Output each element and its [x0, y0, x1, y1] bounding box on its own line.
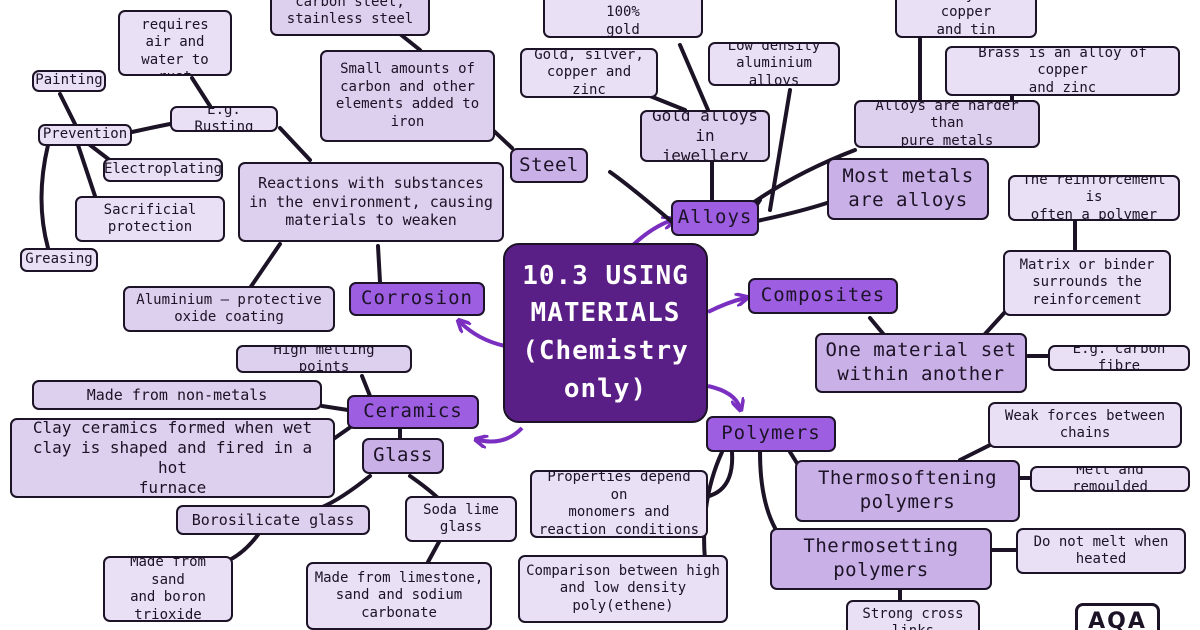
melt-remould-node: Melt and remoulded — [1030, 466, 1190, 492]
gold-alloys-node: Gold alloys in jewellery — [640, 110, 770, 162]
cross-links-node: Strong cross links — [846, 600, 980, 630]
arrow-corrosion — [460, 322, 506, 348]
steel-node: Steel — [510, 148, 588, 183]
aqa-logo: AQA — [1075, 603, 1160, 630]
clay-ceramics-node: Clay ceramics formed when wet clay is sh… — [10, 418, 335, 498]
steel-types-node: carbon steel, stainless steel — [270, 0, 430, 36]
glass-node: Glass — [362, 438, 444, 474]
aluminium-oxide-node: Aluminium – protective oxide coating — [123, 286, 335, 332]
gold-metals-node: Gold, silver, copper and zinc — [520, 48, 658, 98]
weak-forces-node: Weak forces between chains — [988, 402, 1182, 448]
central-topic: 10.3 USING MATERIALS (Chemistry only) — [503, 243, 708, 423]
painting-node: Painting — [32, 70, 106, 92]
aluminium-alloys-node: Low density aluminium alloys — [708, 42, 840, 86]
corrosion-branch: Corrosion — [349, 282, 485, 316]
composites-branch: Composites — [748, 278, 898, 314]
composite-definition-node: One material set within another — [815, 333, 1027, 393]
electroplating-node: Electroplating — [103, 158, 223, 182]
ceramics-branch: Ceramics — [347, 395, 479, 429]
corrosion-definition-node: Reactions with substances in the environ… — [238, 162, 504, 242]
matrix-node: Matrix or binder surrounds the reinforce… — [1003, 250, 1171, 316]
carbon-fibre-node: E.g. carbon fibre — [1048, 345, 1190, 371]
steel-detail-node: Small amounts of carbon and other elemen… — [320, 50, 495, 142]
thermosetting-node: Thermosetting polymers — [770, 528, 992, 590]
most-metals-node: Most metals are alloys — [827, 158, 989, 220]
bronze-node: alloy of copper and tin — [895, 0, 1037, 38]
limestone-node: Made from limestone, sand and sodium car… — [306, 562, 492, 630]
high-melting-node: High melting points — [236, 345, 412, 373]
iron-rust-node: Iron requires air and water to rust — [118, 10, 232, 76]
prevention-node: Prevention — [38, 124, 132, 146]
brass-node: Brass is an alloy of copper and zinc — [945, 46, 1180, 96]
comparison-node: Comparison between high and low density … — [518, 555, 728, 623]
carat-node: 24 carratt is 100% gold — [543, 0, 703, 38]
rusting-node: E.g. Rusting — [170, 106, 278, 132]
soda-lime-node: Soda lime glass — [405, 496, 517, 542]
arrow-ceramics — [478, 426, 524, 442]
non-metals-node: Made from non-metals — [32, 380, 322, 410]
arrow-polymers — [707, 384, 740, 408]
harder-node: Alloys are harder than pure metals — [854, 100, 1040, 148]
no-melt-node: Do not melt when heated — [1016, 528, 1186, 574]
borosilicate-node: Borosilicate glass — [176, 505, 370, 535]
properties-node: Properties depend on monomers and reacti… — [530, 470, 708, 538]
thermosoftening-node: Thermosoftening polymers — [795, 460, 1020, 522]
sacrificial-protection-node: Sacrificial protection — [75, 196, 225, 242]
reinforcement-node: The reinforcement is often a polymer — [1008, 175, 1180, 221]
boron-node: Made from sand and boron trioxide — [103, 556, 233, 622]
polymers-branch: Polymers — [706, 416, 836, 452]
greasing-node: Greasing — [20, 248, 98, 272]
alloys-branch: Alloys — [671, 200, 759, 236]
arrow-composites — [707, 298, 745, 314]
